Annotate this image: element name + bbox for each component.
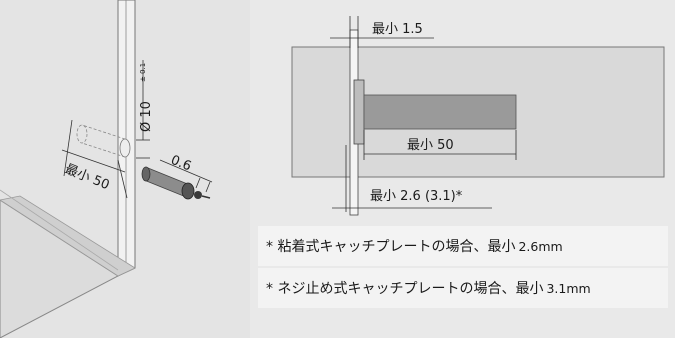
min-bottom-dimension-label: 最小 2.6 (3.1)* — [370, 189, 463, 204]
note-screw-plate: * ネジ止め式キャッチプレートの場合、最小 3.1mm — [258, 268, 668, 308]
note-screw-text: * ネジ止め式キャッチプレートの場合、最小 — [266, 281, 544, 297]
offset-dimension-label: 0.6 — [169, 153, 194, 175]
section-diagram: 最小 1.5 最小 50 最小 2.6 (3.1)* — [291, 16, 665, 216]
cabinet-illustration: Ø 10 ± 0.1 0.6 最小 50 — [0, 0, 213, 338]
diameter-dimension-label: Ø 10 — [139, 101, 154, 132]
min-depth-dimension-label: 最小 50 — [63, 162, 112, 193]
cabinet-side-panel — [117, 0, 136, 277]
note-adhesive-value: 2.6mm — [518, 238, 563, 254]
push-latch — [141, 166, 211, 200]
cabinet-illustration-panel: Ø 10 ± 0.1 0.6 最小 50 — [0, 0, 250, 338]
min-plate-dimension-label: 最小 1.5 — [372, 22, 423, 37]
latch-body — [363, 94, 517, 130]
note-adhesive-plate: * 粘着式キャッチプレートの場合、最小 2.6mm — [258, 226, 668, 266]
drill-hole — [76, 124, 131, 158]
note-screw-value: 3.1mm — [546, 280, 591, 296]
diameter-tolerance-label: ± 0.1 — [139, 63, 147, 82]
note-adhesive-text: * 粘着式キャッチプレートの場合、最小 — [266, 239, 516, 255]
latch-flange — [353, 79, 365, 145]
min-body-dimension-label: 最小 50 — [407, 138, 454, 153]
